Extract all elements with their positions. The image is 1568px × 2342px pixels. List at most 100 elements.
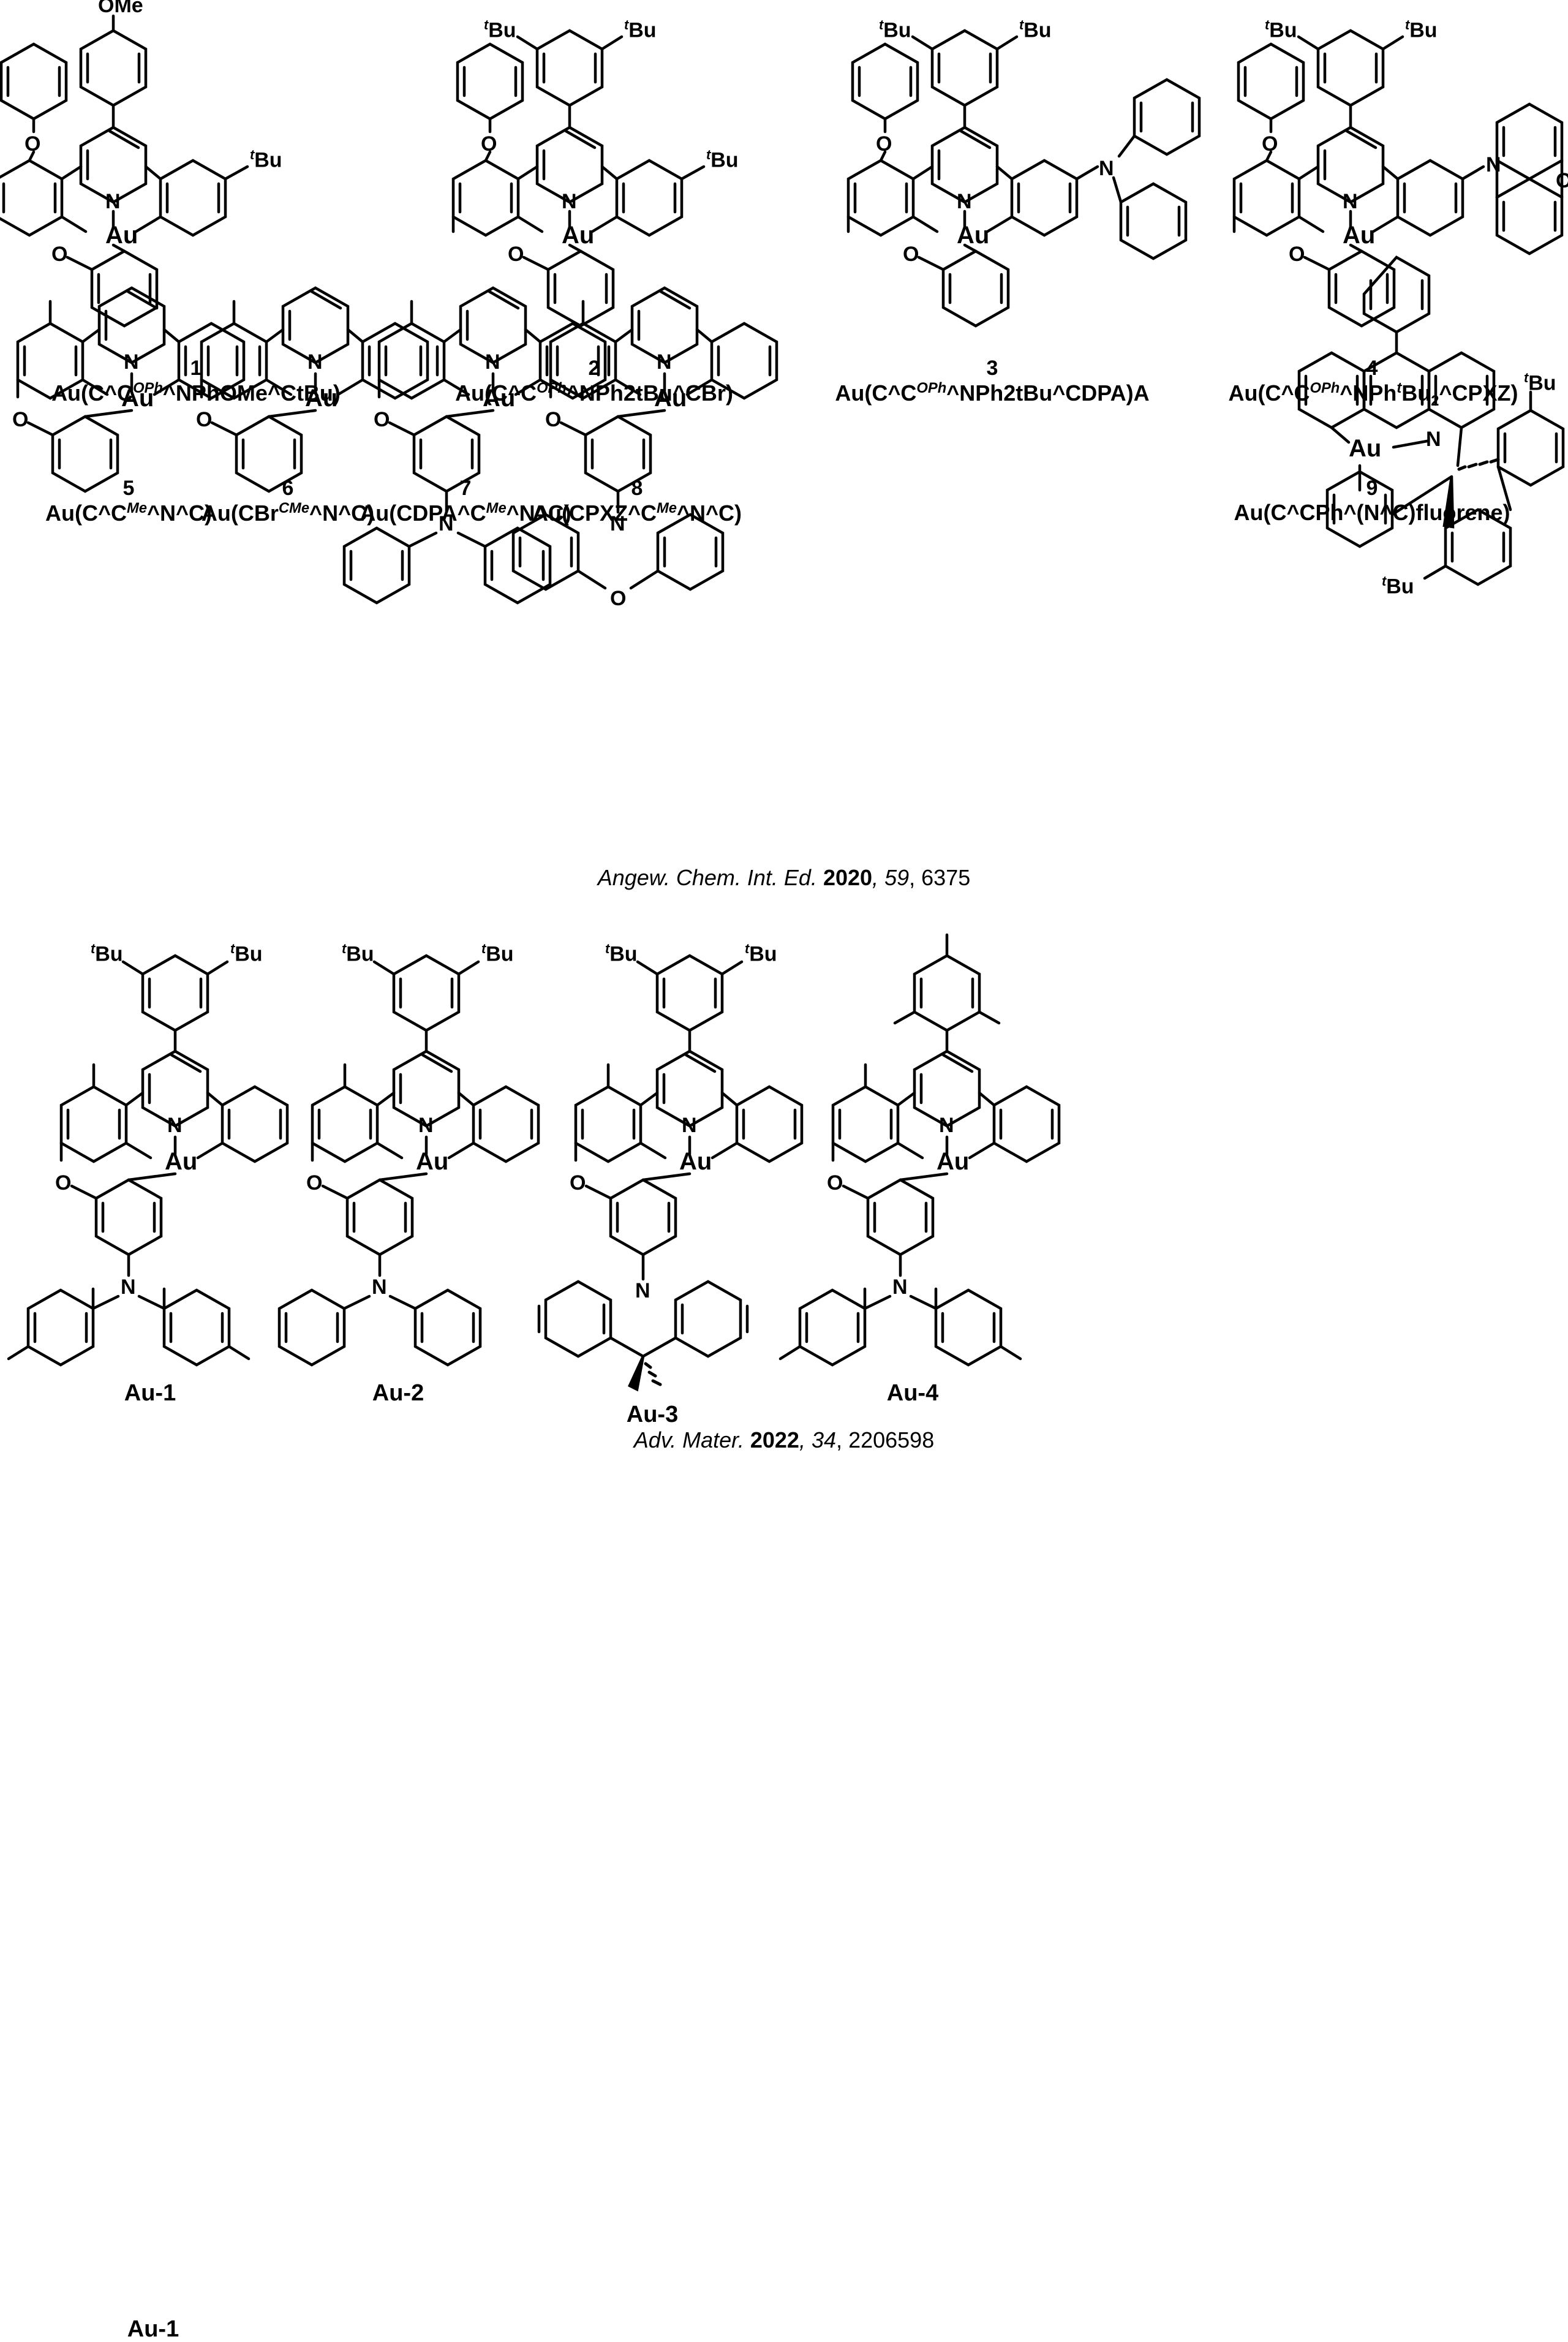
- label-au: Au: [1349, 435, 1382, 462]
- label-au: Au: [305, 385, 338, 412]
- label-o-chelate: O: [1289, 243, 1305, 266]
- label-tbu-topleft: tBu: [484, 17, 516, 42]
- label-au: Au: [937, 1148, 970, 1175]
- structure-8: N Au O N O 8 Au(CPXZ^CMe^N^C): [511, 270, 894, 778]
- citation-first-volume: 59: [884, 865, 910, 890]
- compound-7-name: Au(CDPA^CMe^N^C): [360, 500, 571, 526]
- citation-first: Angew. Chem. Int. Ed. 2020, 59, 6375: [597, 865, 971, 890]
- label-tbu-topleft: tBu: [342, 941, 374, 966]
- structure-au-2: tBu tBu N Au O N: [277, 931, 557, 1434]
- label-o-chelate: O: [306, 1171, 323, 1195]
- label-tbu-top: tBu: [1524, 370, 1556, 395]
- label-tbu-topright: tBu: [481, 941, 514, 966]
- structure-6-drawing: [200, 286, 429, 493]
- compound-3-name: Au(C^COPh^NPh2tBu^CDPA)A: [835, 380, 1150, 406]
- structure-4-drawing: [1232, 29, 1564, 328]
- compound-6-number: 6: [282, 477, 294, 500]
- citation-second: Adv. Mater. 2022, 34, 2206598: [633, 1427, 935, 1452]
- au-1-caption: Au-1: [124, 1380, 176, 1406]
- compound-1-number: 1: [190, 357, 202, 380]
- label-n-amine: N: [892, 1275, 908, 1299]
- label-au: Au: [416, 1148, 449, 1175]
- compound-4-name: Au(C^COPh^NPhtBu2^CPXZ): [1228, 380, 1518, 410]
- label-o-chelate: O: [51, 243, 68, 266]
- structure-9: Au N tBu tBu 9 Au(C^CPh^(N^C)fluorene): [1188, 245, 1568, 778]
- label-o-left: O: [481, 132, 497, 156]
- label-n-pyridine: N: [562, 190, 577, 213]
- label-o-left: O: [24, 132, 41, 156]
- structure-7: N Au O N 7 Au(CDPA^CMe^N^C): [342, 270, 723, 778]
- label-n-pyridine: N: [1343, 190, 1358, 213]
- label-n-amine: N: [439, 512, 454, 535]
- structure-3-drawing: [846, 29, 1201, 328]
- compound-5-name: Au(C^CMe^N^C): [45, 500, 213, 526]
- label-o-chelate: O: [55, 1171, 72, 1195]
- label-tbu-topright: tBu: [745, 941, 777, 966]
- label-tbu-topright: tBu: [1405, 17, 1438, 42]
- structure-au-3: tBu tBu N Au O N: [537, 931, 821, 1434]
- label-n-pyridine: N: [1426, 428, 1441, 451]
- structure-5-drawing: [16, 286, 246, 493]
- compound-1-name: Au(C^COPh^NPhOMe^CtBu): [51, 380, 341, 406]
- structure-au-2-drawing: [277, 954, 540, 1367]
- label-o-chelate: O: [508, 243, 524, 266]
- label-au: Au: [654, 385, 687, 412]
- label-tbu-topright: tBu: [624, 17, 657, 42]
- label-au: Au: [121, 385, 154, 412]
- label-o-left: O: [1262, 132, 1278, 156]
- citation-second-volume: 34: [811, 1427, 837, 1452]
- au-4-caption: Au-4: [886, 1380, 939, 1406]
- label-n-pyridine: N: [418, 1114, 434, 1137]
- label-tbu-topleft: tBu: [91, 941, 123, 966]
- structure-au-1: tBu tBu N Au O N Au-1: [7, 931, 306, 2341]
- label-tbu-topleft: tBu: [605, 941, 638, 966]
- label-o-left: O: [876, 132, 892, 156]
- label-o-chelate: O: [196, 408, 213, 431]
- label-tbu-topleft: tBu: [879, 17, 911, 42]
- label-n-amine: N: [121, 1275, 136, 1299]
- compound-3-number: 3: [986, 357, 998, 380]
- label-n-amine: N: [372, 1275, 387, 1299]
- label-au: Au: [562, 222, 595, 249]
- label-o-chelate: O: [545, 408, 562, 431]
- structure-au-3-drawing: [537, 954, 804, 1392]
- label-o-chelate: O: [903, 243, 919, 266]
- compound-9-number: 9: [1366, 477, 1378, 500]
- label-tbu-topright: tBu: [1019, 17, 1052, 42]
- label-n-pyridine: N: [124, 350, 139, 374]
- label-n-pyridine: N: [957, 190, 972, 213]
- au-3-caption: Au-3: [626, 1402, 679, 1427]
- label-au: Au: [679, 1148, 712, 1175]
- label-o-pxz: O: [610, 587, 627, 610]
- label-n-pxz: N: [610, 512, 625, 535]
- structure-8-drawing: [511, 286, 778, 591]
- structure-4: tBu tBu O N Au O N O 4 Au(C^COPh^NPhtBu2…: [1188, 0, 1568, 409]
- structure-5: N Au O 5 Au(C^CMe^N^C): [12, 270, 361, 778]
- structure-au-1-drawing: [7, 954, 289, 1367]
- label-n-pxz: N: [1486, 153, 1501, 176]
- structure-9-drawing: [1297, 255, 1565, 586]
- compound-7-number: 7: [459, 477, 472, 500]
- label-o-pxz: O: [1556, 169, 1568, 192]
- label-tbu-topright: tBu: [230, 941, 263, 966]
- citation-second-journal: Adv. Mater.: [633, 1427, 744, 1452]
- au-2-caption: Au-2: [372, 1380, 424, 1406]
- label-n-pyridine: N: [657, 350, 672, 374]
- citation-first-year: 2020: [823, 865, 873, 890]
- compound-8-number: 8: [631, 477, 643, 500]
- label-n-amine: N: [1099, 157, 1114, 180]
- label-n-pyridine: N: [682, 1114, 697, 1137]
- label-tbu-topleft: tBu: [1265, 17, 1297, 42]
- citation-first-page: 6375: [921, 865, 971, 890]
- structure-1: OMe O N Au O tBu 1 Au(C^COPh^NPhOMe^CtBu…: [0, 0, 392, 404]
- structure-6: N Au O 6 Au(CBrCMe^N^C): [196, 270, 545, 778]
- compound-9-name: Au(C^CPh^(N^C)fluorene): [1234, 500, 1510, 525]
- label-au: Au: [165, 1148, 198, 1175]
- citation-second-year: 2022: [750, 1427, 799, 1452]
- citation-first-journal: Angew. Chem. Int. Ed.: [597, 865, 817, 890]
- label-au: Au: [957, 222, 990, 249]
- label-o-chelate: O: [374, 408, 390, 431]
- label-n-acridine: N: [635, 1279, 650, 1302]
- label-tbu-bottom: tBu: [1382, 573, 1414, 599]
